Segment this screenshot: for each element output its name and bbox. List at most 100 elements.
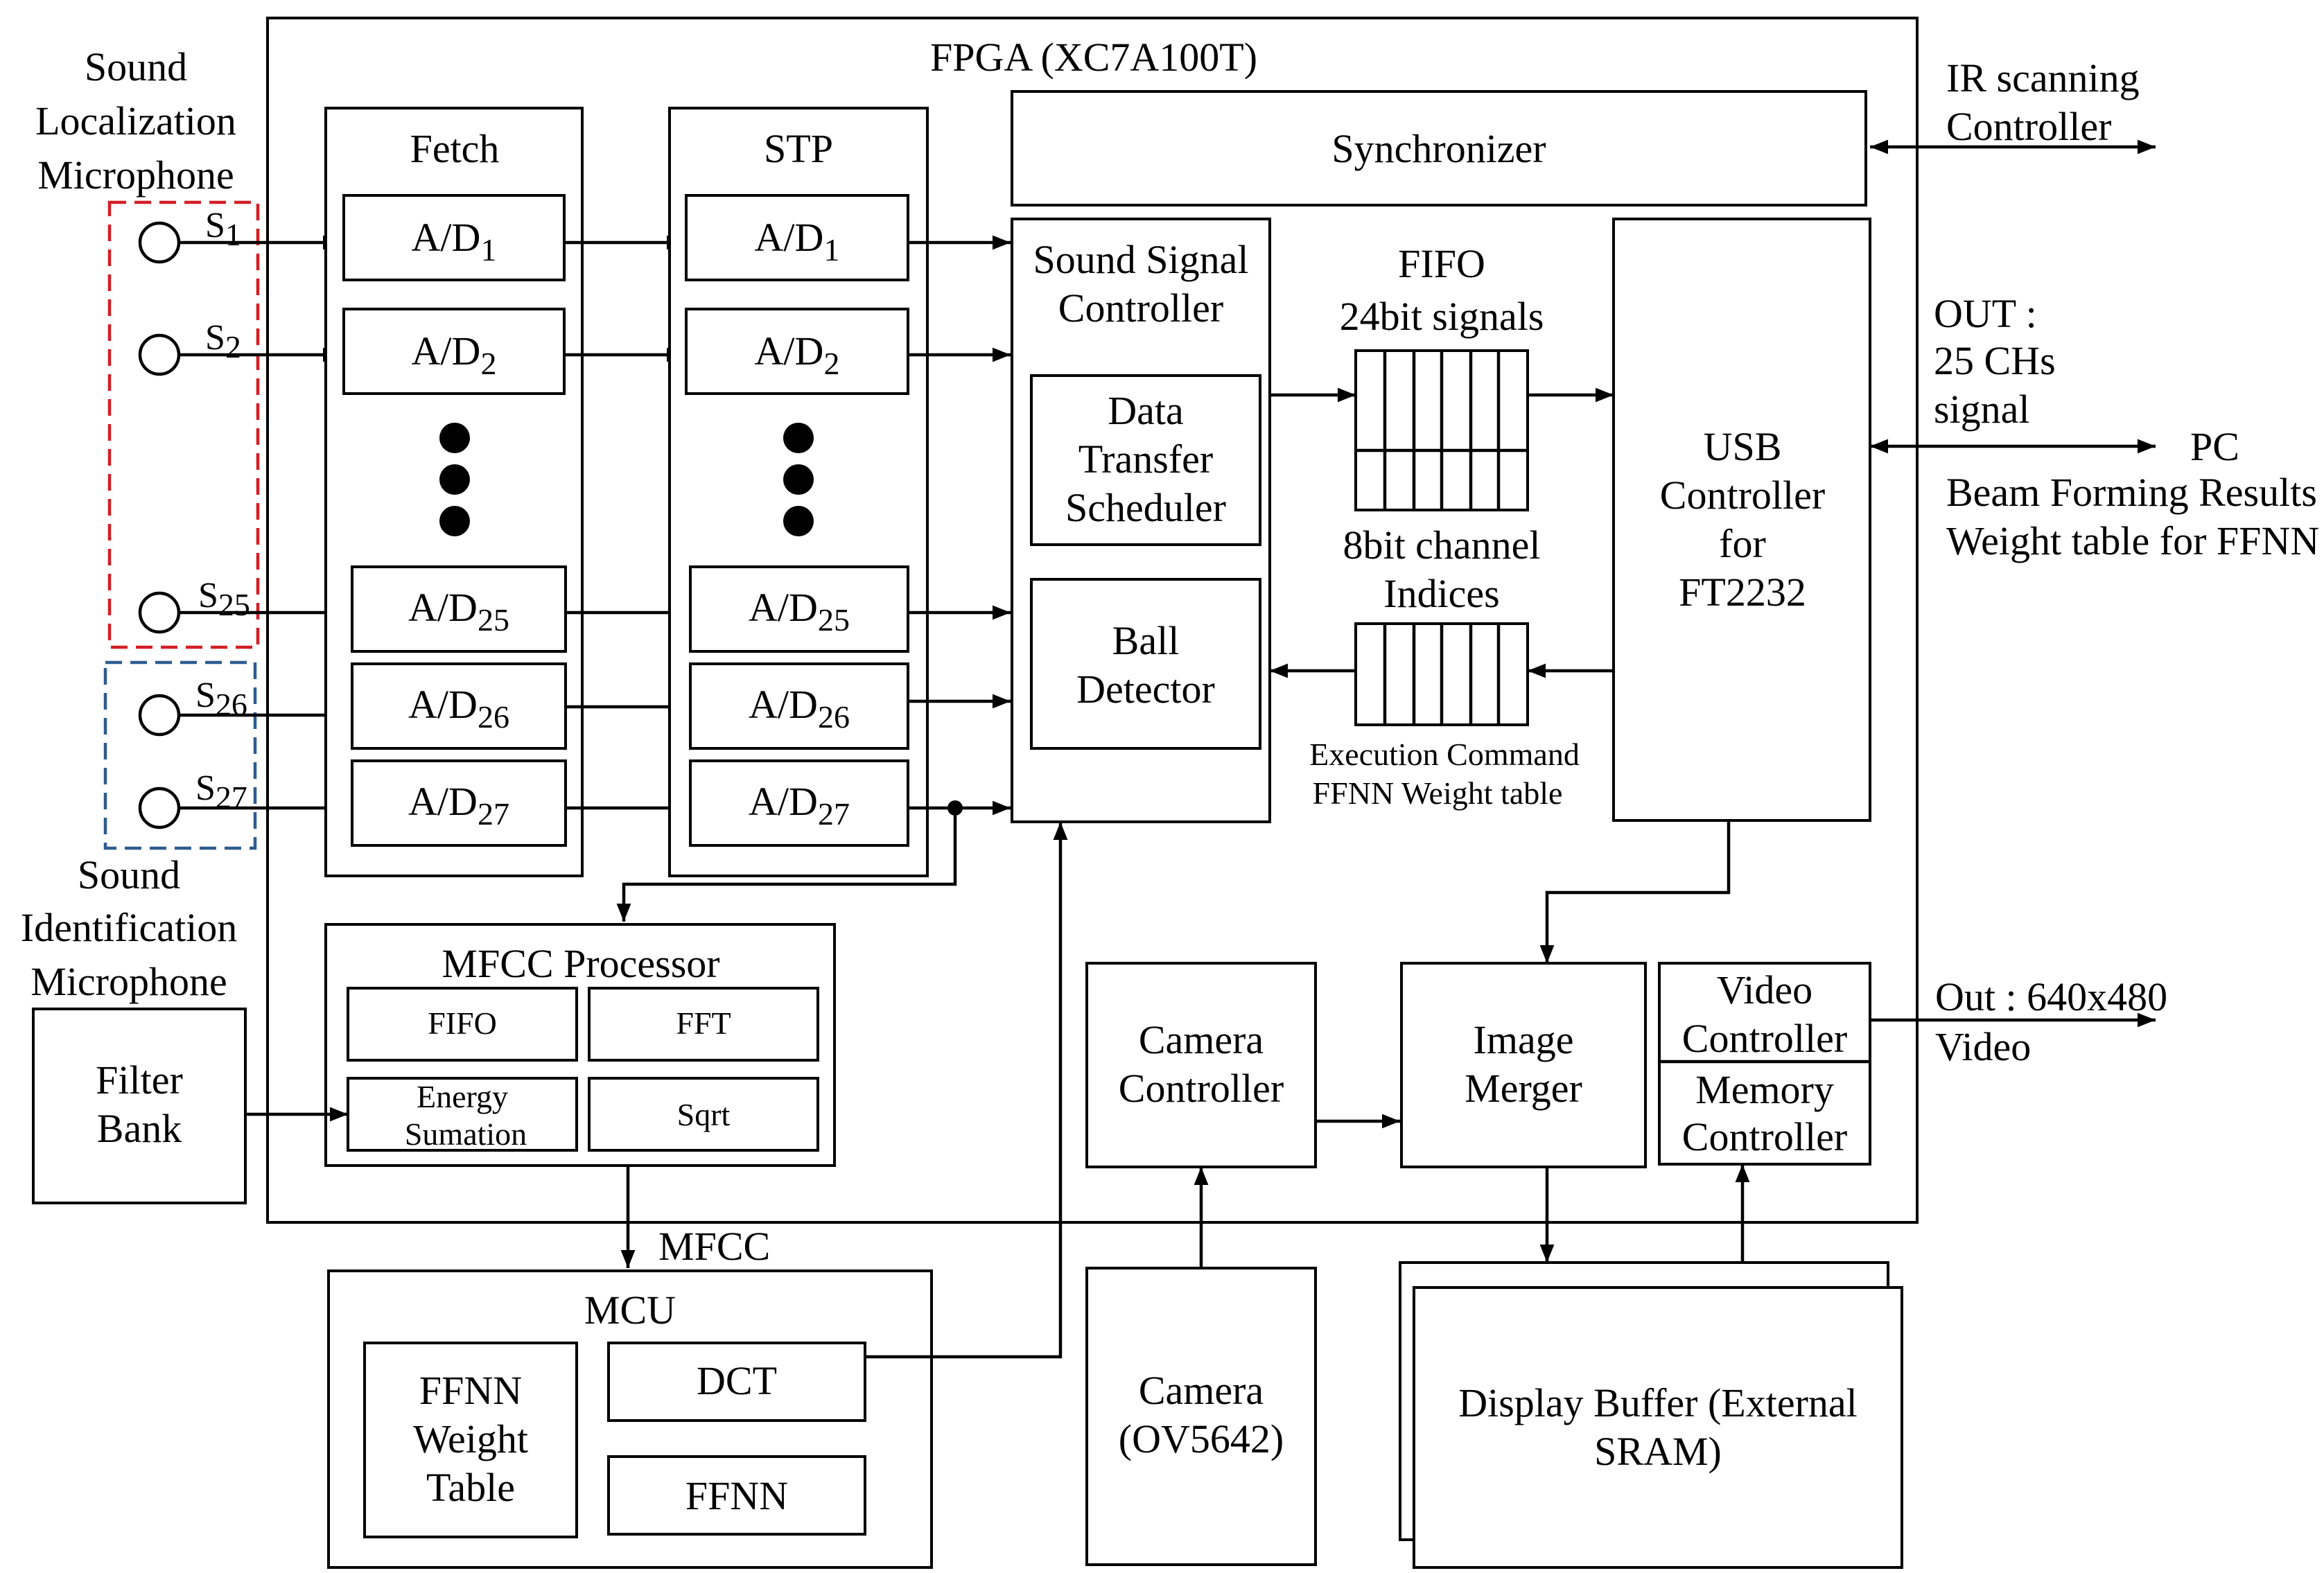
video-controller-line2: Controller	[1682, 1016, 1847, 1061]
svg-text:A/D1: A/D1	[412, 215, 497, 267]
svg-text:A/D26: A/D26	[408, 682, 509, 735]
svg-text:FT2232: FT2232	[1679, 570, 1806, 615]
identification-mic-group	[103, 660, 257, 850]
svg-text:Transfer: Transfer	[1078, 437, 1213, 482]
sound-identification-label: Sound Identification Microphone	[21, 852, 237, 1004]
svg-text:(OV5642): (OV5642)	[1119, 1416, 1284, 1461]
fifo-top-buffer	[1354, 349, 1529, 511]
microphone-s1: S1	[138, 206, 341, 264]
svg-text:Microphone: Microphone	[30, 959, 227, 1004]
svg-text:Display Buffer (External: Display Buffer (External	[1458, 1380, 1858, 1425]
synchronizer-block	[1011, 90, 1867, 206]
svg-text:Sqrt: Sqrt	[677, 1097, 731, 1132]
fetch-ad2: A/D2	[342, 308, 566, 395]
svg-text:A/D27: A/D27	[749, 779, 850, 832]
display-buffer	[1413, 1286, 1903, 1569]
fetch-ad25: A/D25	[351, 565, 567, 653]
svg-text:Sound: Sound	[78, 852, 180, 897]
video-out-line2: Video	[1935, 1024, 2031, 1069]
dct-block	[607, 1342, 866, 1422]
fifo-top-subtitle: 24bit signals	[1340, 294, 1544, 339]
video-out-line1: Out : 640x480	[1935, 974, 2167, 1019]
svg-text:Merger: Merger	[1465, 1066, 1582, 1111]
stp-ad1: A/D1	[685, 194, 909, 281]
microphone-s2: S2	[138, 318, 341, 376]
mfcc-fft	[588, 987, 819, 1062]
svg-text:Table: Table	[426, 1465, 515, 1510]
ellipsis-dot	[783, 506, 814, 536]
camera-controller	[1085, 962, 1317, 1168]
microphone-icon	[138, 591, 181, 634]
microphone-icon	[138, 694, 181, 737]
svg-text:USB: USB	[1704, 424, 1782, 469]
stp-ad27: A/D27	[689, 759, 909, 847]
ssc-title-line2: Controller	[1058, 285, 1223, 331]
fetch-ad27: A/D27	[351, 759, 567, 847]
svg-text:SRAM): SRAM)	[1594, 1429, 1722, 1474]
out-channels-line3: signal	[1934, 387, 2030, 432]
svg-text:Microphone: Microphone	[37, 152, 234, 197]
svg-text:Controller: Controller	[1119, 1066, 1284, 1111]
svg-text:Filter: Filter	[96, 1057, 183, 1102]
pc-label: PC	[2190, 424, 2239, 469]
usb-controller	[1612, 218, 1871, 822]
svg-text:DCT: DCT	[697, 1358, 777, 1403]
ir-label-line2: Controller	[1946, 104, 2111, 149]
stp-title: STP	[764, 126, 833, 171]
svg-text:A/D2: A/D2	[412, 328, 497, 381]
camera-block	[1085, 1267, 1317, 1566]
svg-text:Bank: Bank	[97, 1106, 182, 1151]
svg-text:Sound: Sound	[85, 44, 187, 89]
out-channels-line2: 25 CHs	[1934, 338, 2056, 383]
microphone-icon	[138, 786, 181, 829]
svg-text:Detector: Detector	[1076, 667, 1215, 712]
video-controller-line1: Video	[1717, 967, 1812, 1012]
fifo-bottom-buffer	[1354, 622, 1529, 726]
fetch-ad26: A/D26	[351, 662, 567, 750]
ball-detector	[1030, 578, 1261, 750]
stp-ad26: A/D26	[689, 662, 909, 750]
ellipsis-dot	[783, 423, 814, 453]
svg-text:Scheduler: Scheduler	[1065, 485, 1226, 530]
svg-text:Camera: Camera	[1139, 1368, 1264, 1413]
ffnn-weight-label: FFNN Weight table	[1313, 775, 1563, 811]
svg-text:A/D27: A/D27	[408, 779, 509, 832]
fetch-ad1: A/D1	[342, 194, 566, 281]
ellipsis-dot	[439, 423, 470, 453]
svg-text:A/D26: A/D26	[749, 682, 850, 735]
microphone-icon	[138, 221, 181, 264]
image-merger	[1400, 962, 1647, 1168]
weight-table-label: Weight table for FFNN	[1946, 518, 2319, 563]
stp-ad2: A/D2	[685, 308, 909, 395]
mfcc-fifo	[347, 987, 578, 1062]
svg-text:Sumation: Sumation	[405, 1116, 527, 1152]
mfcc-processor-title: MFCC Processor	[442, 941, 719, 986]
data-transfer-scheduler	[1030, 374, 1261, 546]
beam-forming-label: Beam Forming Results	[1946, 470, 2317, 515]
svg-text:Energy: Energy	[417, 1079, 508, 1114]
svg-text:A/D25: A/D25	[408, 585, 509, 638]
ffnn-weight-table	[363, 1342, 578, 1538]
ellipsis-dot	[783, 464, 814, 495]
svg-text:Ball: Ball	[1112, 618, 1180, 663]
sound-localization-label: Sound Localization Microphone	[35, 44, 236, 197]
ellipsis-dot	[439, 464, 470, 495]
svg-text:FFNN: FFNN	[685, 1473, 788, 1518]
svg-text:S25: S25	[198, 576, 250, 622]
svg-text:Localization: Localization	[35, 98, 236, 143]
svg-text:Camera: Camera	[1139, 1017, 1264, 1062]
svg-text:Identification: Identification	[21, 905, 237, 950]
fetch-title: Fetch	[410, 126, 500, 171]
microphone-s26: S26	[138, 676, 350, 737]
stp-ad25: A/D25	[689, 565, 909, 653]
svg-text:S2: S2	[205, 318, 241, 364]
ellipsis-dot	[439, 506, 470, 536]
memory-controller-line2: Controller	[1682, 1114, 1847, 1159]
svg-text:A/D2: A/D2	[755, 328, 840, 381]
microphone-icon	[138, 333, 181, 376]
ffnn-block	[607, 1455, 866, 1536]
svg-text:Weight: Weight	[413, 1416, 528, 1461]
svg-text:S27: S27	[195, 768, 247, 815]
fifo-bottom-subtitle: Indices	[1383, 571, 1500, 616]
